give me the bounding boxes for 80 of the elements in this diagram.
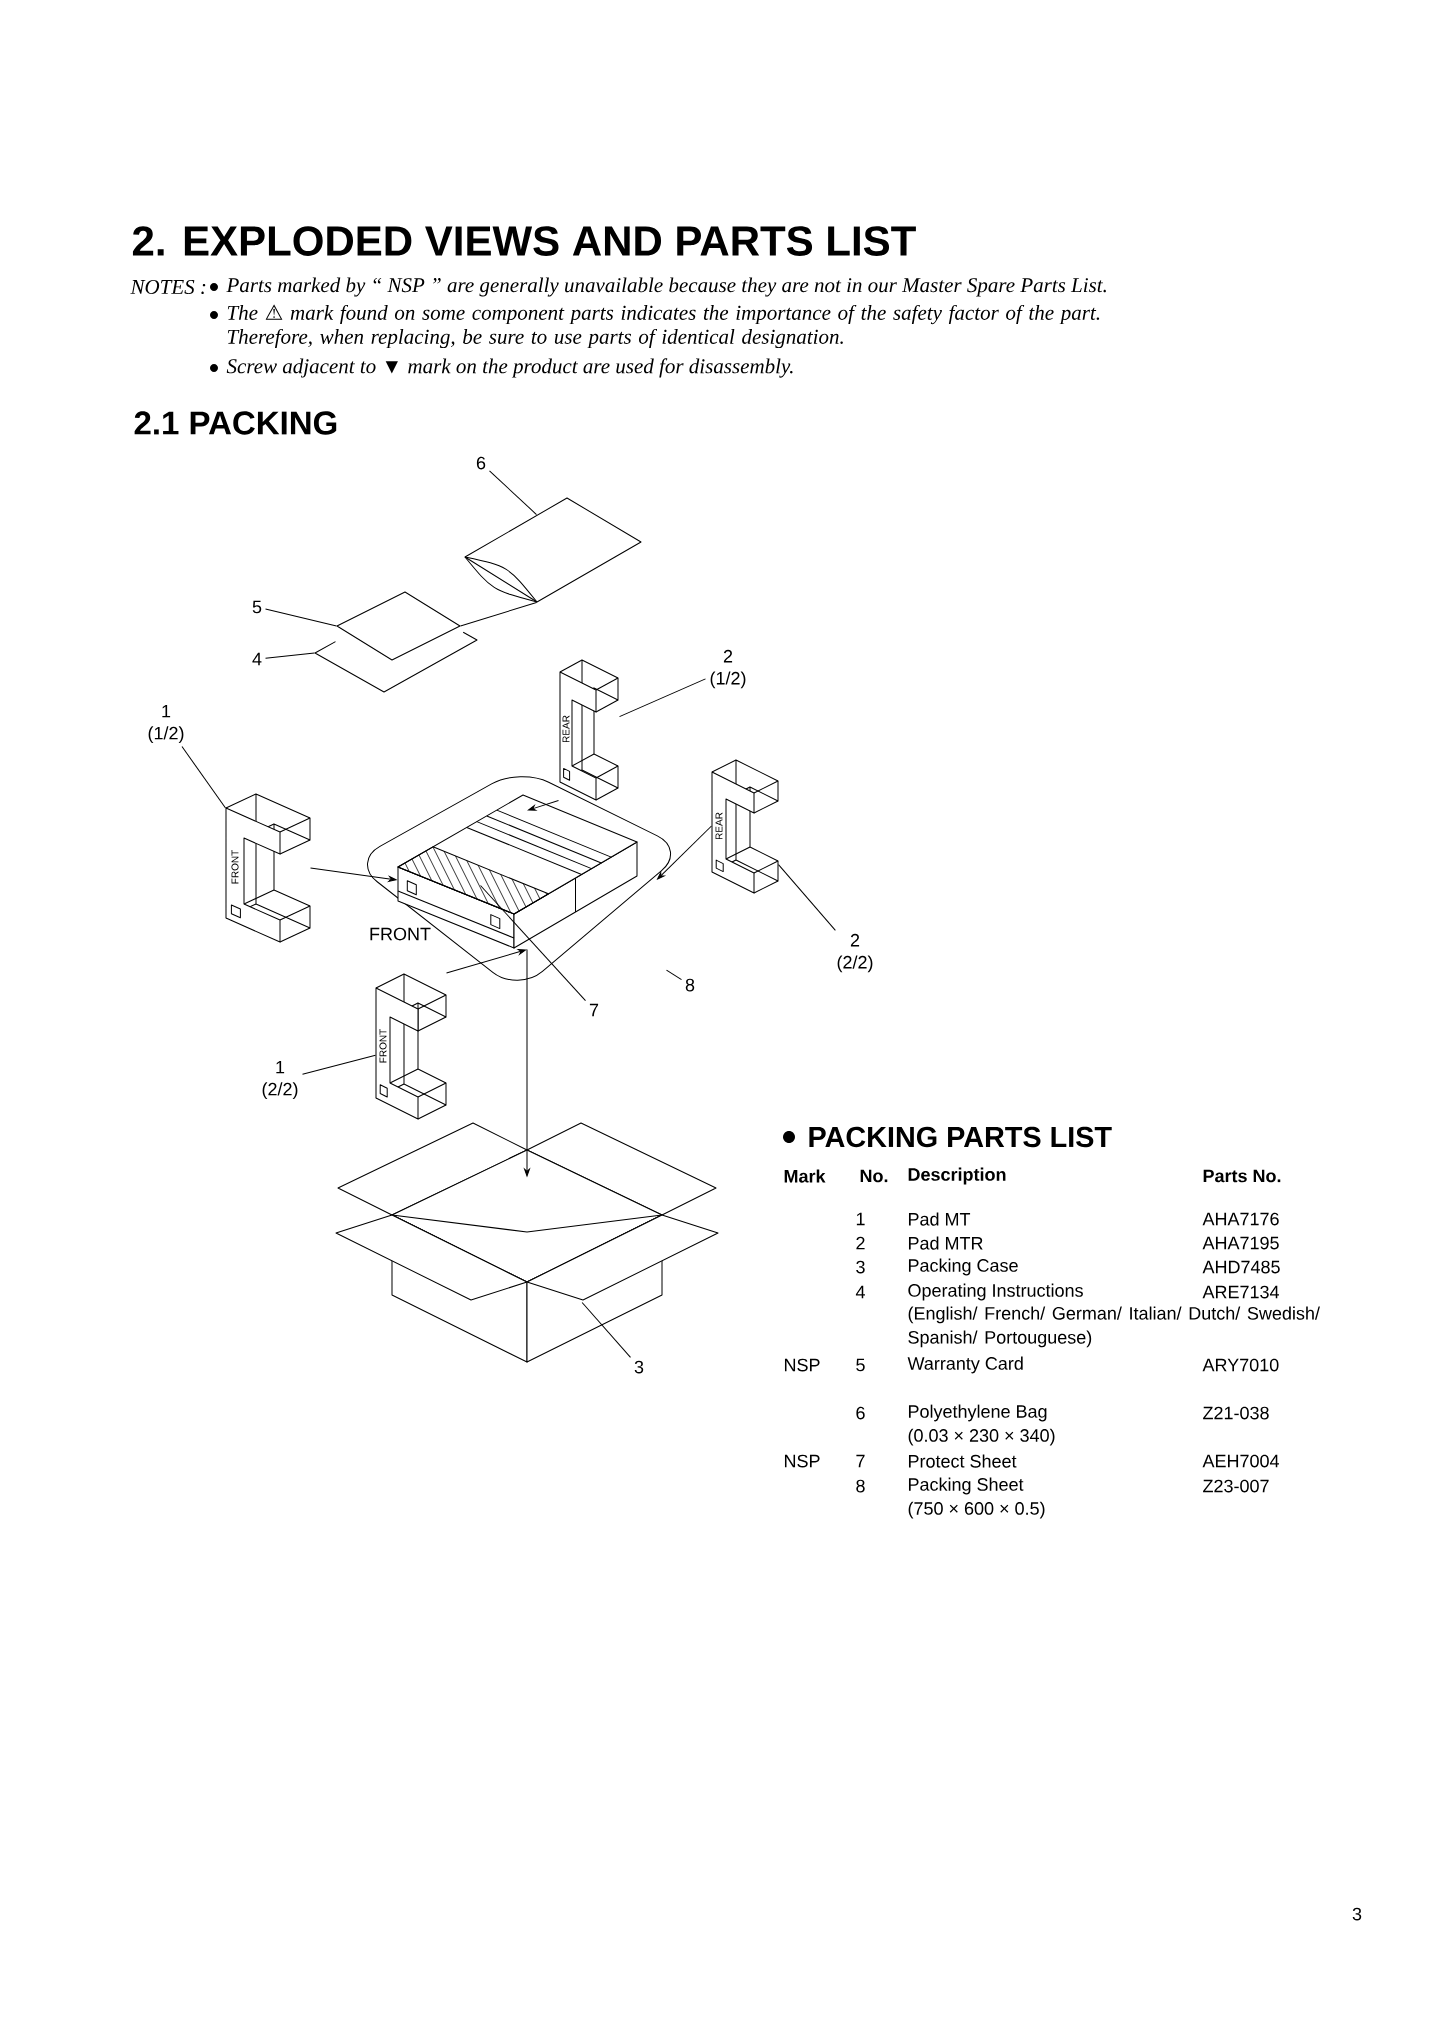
table-text: 6 (856, 1406, 865, 1420)
arrow (524, 949, 530, 1177)
callout-number: 4 (252, 652, 262, 666)
column-header: Parts No. (1203, 1169, 1281, 1183)
callout-number: 3 (634, 1360, 644, 1374)
pad-drawing (559, 659, 619, 801)
list-heading: PACKING PARTS LIST (809, 1126, 1112, 1148)
table-text: ARE7134 (1202, 1285, 1279, 1299)
table-text: FRONT (370, 927, 431, 941)
table-text: Pad MTR (909, 1236, 983, 1250)
table-text: 3 (856, 1260, 865, 1274)
booklet-drawing (314, 631, 478, 693)
pad-drawing (225, 793, 311, 943)
card-drawing (336, 591, 461, 661)
table-text: Z23-007 (1203, 1479, 1269, 1493)
table-text: (750 × 600 × 0.5) (908, 1501, 1045, 1519)
leader-line (778, 864, 836, 931)
leader-line (666, 969, 682, 981)
table-text: Pad MT (909, 1212, 971, 1226)
page-title: 2. EXPLODED VIEWS AND PARTS LIST (132, 226, 916, 256)
column-header: Mark (784, 1169, 826, 1183)
note-text: Parts marked by “ NSP ” are generally unavailable because they are not in our Master Spare Parts List. (226, 277, 1106, 297)
callout-number: 7 (589, 1003, 599, 1017)
table-text: Warranty Card (907, 1356, 1023, 1374)
table-text: Protect Sheet (909, 1454, 1017, 1468)
arrow (446, 949, 527, 974)
table-text: Operating Instructions (908, 1283, 1083, 1301)
pad-drawing (711, 759, 779, 894)
note-text: NOTES : (130, 279, 206, 295)
table-text: AHD7485 (1202, 1260, 1280, 1274)
table-text: 4 (855, 1285, 865, 1299)
leader-line (265, 608, 337, 627)
table-text: Z21-038 (1203, 1406, 1269, 1420)
arrow (310, 867, 397, 882)
table-text: 1 (856, 1212, 865, 1226)
table-text: AEH7004 (1202, 1454, 1279, 1468)
table-text: (0.03 × 230 × 340) (908, 1428, 1055, 1446)
table-text: AHA7176 (1202, 1212, 1279, 1226)
table-text: 8 (856, 1479, 865, 1493)
pad-drawing (375, 973, 447, 1120)
bag-drawing (464, 497, 642, 603)
stamped-text: REAR (562, 715, 570, 743)
note-text: Screw adjacent to ▼ mark on the product are used for disassembly. (226, 358, 793, 378)
table-text: 2 (856, 1236, 865, 1250)
table-text: 7 (856, 1454, 865, 1468)
callout-number: 5 (252, 600, 262, 614)
column-header: Description (908, 1167, 1006, 1185)
callout-number: 1 (1/2) (148, 704, 184, 744)
stamped-text: FRONT (379, 1029, 387, 1063)
table-text: (English/ French/ German/ Italian/ Dutch/ Swedish/ Spanish/ Portouguese) (908, 1306, 1320, 1348)
leader-line (265, 652, 315, 659)
table-text: AHA7195 (1202, 1236, 1279, 1250)
arrow (527, 800, 559, 811)
table-text: Polyethylene Bag (909, 1404, 1047, 1422)
callout-number: 6 (476, 456, 486, 470)
column-header: No. (860, 1169, 888, 1183)
table-text: NSP (785, 1454, 820, 1468)
leader-line (489, 470, 537, 515)
note-text: The ⚠ mark found on some component parts indicates the importance of the safety factor of the part. Therefore, when replacing, be sure to use parts of identical designation. (227, 304, 1100, 349)
callout-number: 8 (685, 978, 695, 992)
section-heading: 2.1 PACKING (134, 411, 337, 435)
leader-line (581, 1302, 631, 1358)
callout-number: 1 (2/2) (262, 1060, 298, 1100)
stamped-text: FRONT (231, 850, 239, 884)
leader-line (302, 1054, 376, 1075)
table-text: ARY7010 (1202, 1358, 1279, 1372)
leader-line (460, 602, 537, 627)
stamped-text: REAR (715, 812, 723, 840)
table-text: NSP (785, 1358, 820, 1372)
leader-line (480, 885, 586, 1002)
callout-number: 2 (1/2) (710, 649, 746, 689)
table-text: 3 (1352, 1907, 1362, 1921)
table-text: 5 (856, 1358, 865, 1372)
leader-line (619, 678, 706, 718)
sheet-drawing (367, 776, 671, 981)
arrow (657, 825, 712, 880)
table-text: Packing Case (909, 1258, 1018, 1276)
callout-number: 2 (2/2) (837, 933, 873, 973)
table-text: Packing Sheet (909, 1477, 1024, 1495)
leader-line (181, 746, 226, 809)
